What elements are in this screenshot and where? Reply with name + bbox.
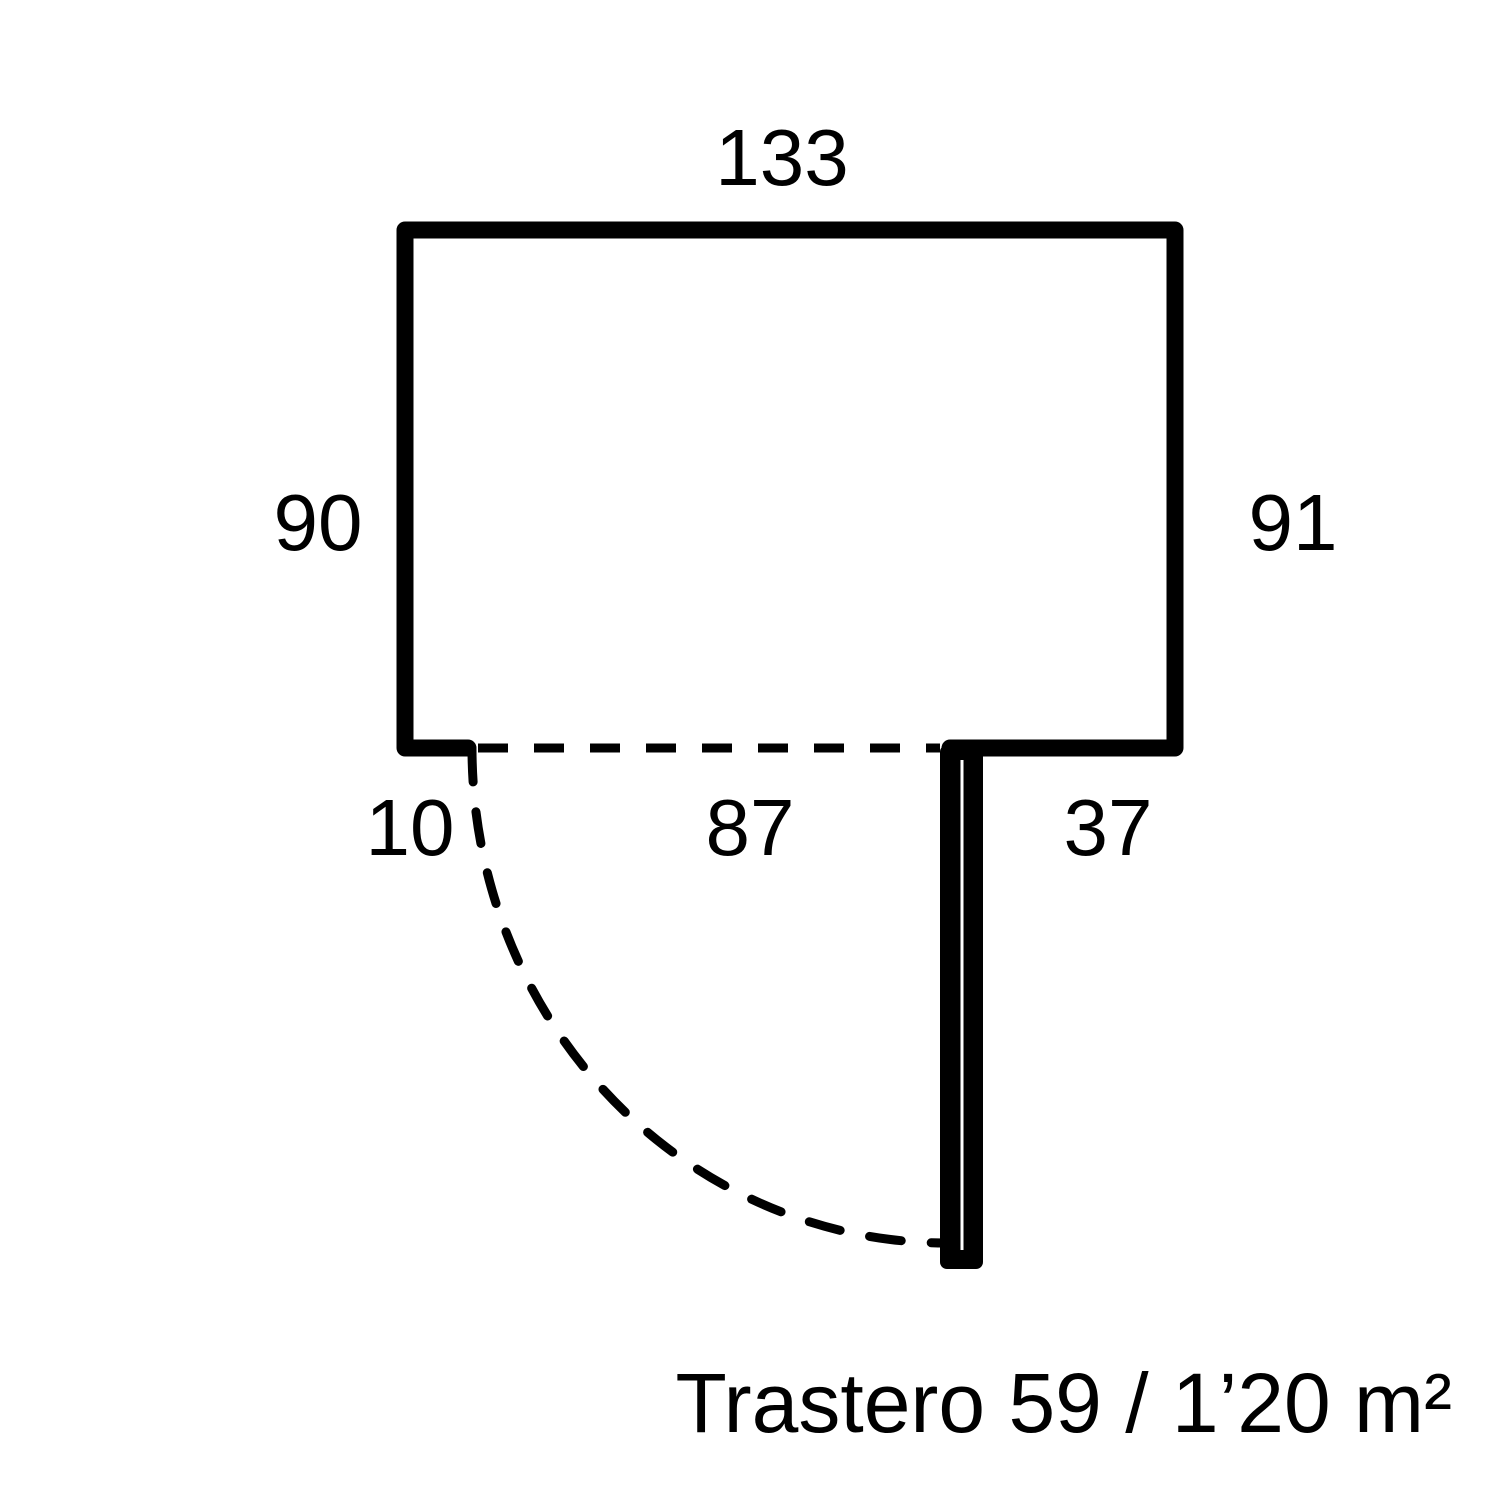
dimension-top: 133 xyxy=(715,113,848,202)
dimension-door-opening: 87 xyxy=(706,783,795,872)
dimension-left: 90 xyxy=(274,478,363,567)
dimension-bottom-right: 37 xyxy=(1064,783,1153,872)
room-walls xyxy=(396,221,1184,757)
door-swing-arc xyxy=(467,745,950,1248)
dimension-bottom-left: 10 xyxy=(366,783,455,872)
door-leaf xyxy=(940,745,983,1269)
dimension-right: 91 xyxy=(1249,478,1338,567)
plan-title: Trastero 59 / 1’20 m² xyxy=(675,1356,1452,1450)
